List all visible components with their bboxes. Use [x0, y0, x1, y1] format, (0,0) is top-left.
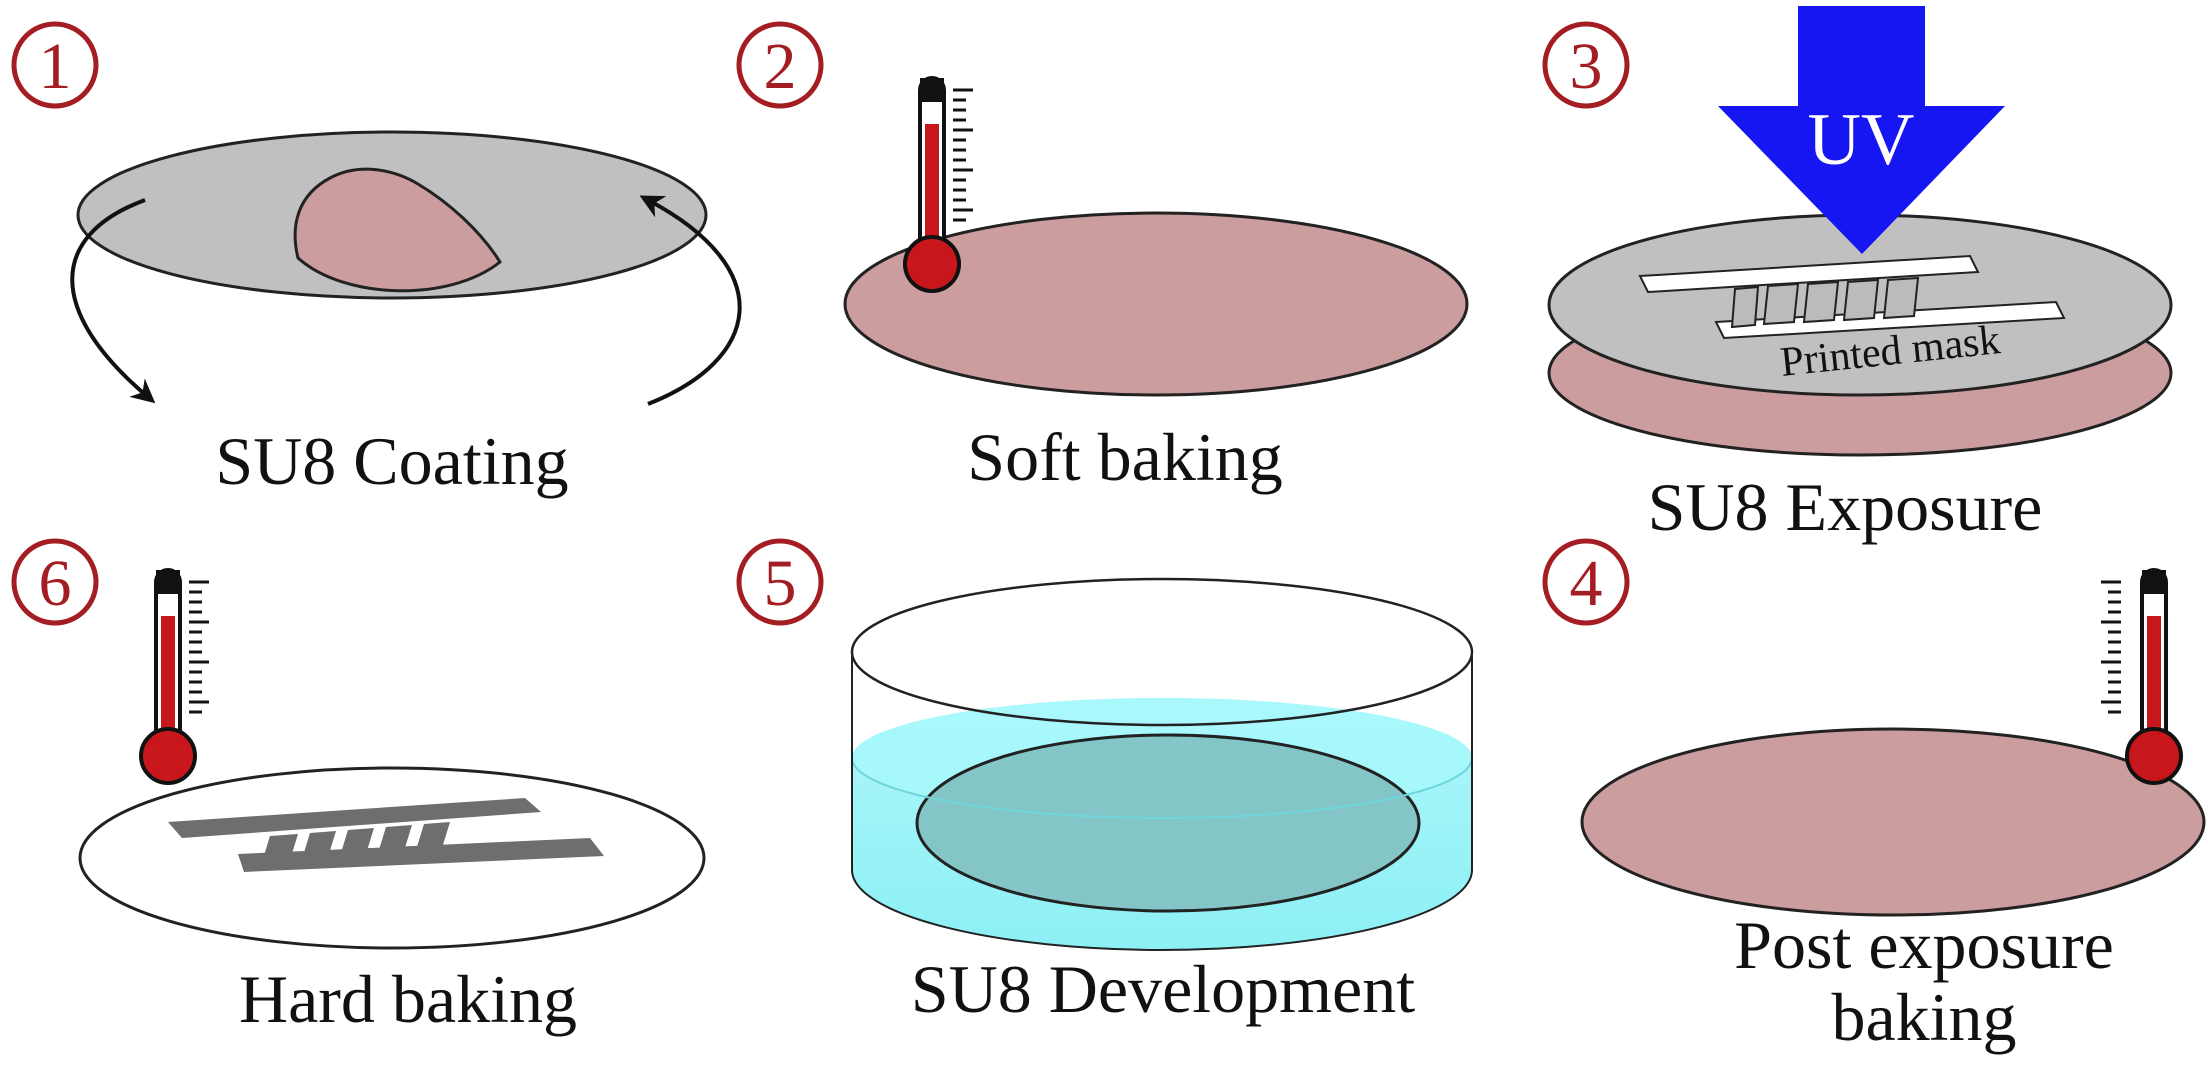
uv-arrow-icon [1718, 6, 2005, 254]
step-number-ring [736, 538, 824, 626]
step-6: 6 Hard baking [11, 538, 706, 1037]
step-caption-line2: baking [1831, 979, 2016, 1055]
beaker-rim [850, 577, 1474, 727]
submerged-wafer [915, 733, 1421, 913]
developer-beaker [850, 577, 1474, 951]
step-number: 4 [1570, 547, 1603, 620]
step-number-ring [1542, 21, 1630, 109]
step-number: 1 [39, 30, 72, 103]
rotation-arrow-icon [639, 195, 742, 406]
step-number-badge: 5 [736, 538, 824, 626]
step-caption-line1: Post exposure [1734, 907, 2114, 983]
step-number-ring [736, 21, 824, 109]
step-caption: SU8 Development [911, 951, 1415, 1027]
step-2: 2 Soft baking [736, 21, 1469, 495]
step-caption: SU8 Coating [215, 423, 568, 499]
step-4: 4 Post exposure baking [1542, 538, 2206, 1055]
uv-label: UV [1808, 99, 1915, 181]
step-caption: Soft baking [967, 419, 1282, 495]
developed-pattern [168, 798, 604, 872]
mask-pattern [1638, 254, 2066, 340]
step-caption: Hard baking [239, 961, 577, 1037]
step-number-badge: 1 [11, 21, 99, 109]
thermometer-icon [139, 568, 209, 785]
step-number-ring [11, 538, 99, 626]
thermometer-icon [2101, 568, 2183, 785]
resist-coated-wafer [1580, 727, 2206, 917]
step-number-badge: 4 [1542, 538, 1630, 626]
step-number: 6 [39, 547, 72, 620]
step-number-badge: 2 [736, 21, 824, 109]
step-number: 3 [1570, 30, 1603, 103]
step-number-badge: 6 [11, 538, 99, 626]
step-5: 5 SU8 Development [736, 538, 1474, 1027]
step-number: 2 [764, 30, 797, 103]
step-number: 5 [764, 547, 797, 620]
step-1: 1 SU8 Coating [11, 21, 742, 499]
step-number-ring [11, 21, 99, 109]
su8-resist-blob [293, 167, 502, 293]
resist-coated-wafer [843, 211, 1469, 397]
step-caption: SU8 Exposure [1648, 469, 2043, 545]
step-3: 3 Printed mask UV SU8 Exposure [1542, 6, 2173, 545]
rotation-arrow-icon [70, 198, 156, 404]
step-number-badge: 3 [1542, 21, 1630, 109]
thermometer-icon [903, 76, 973, 293]
step-number-ring [1542, 538, 1630, 626]
